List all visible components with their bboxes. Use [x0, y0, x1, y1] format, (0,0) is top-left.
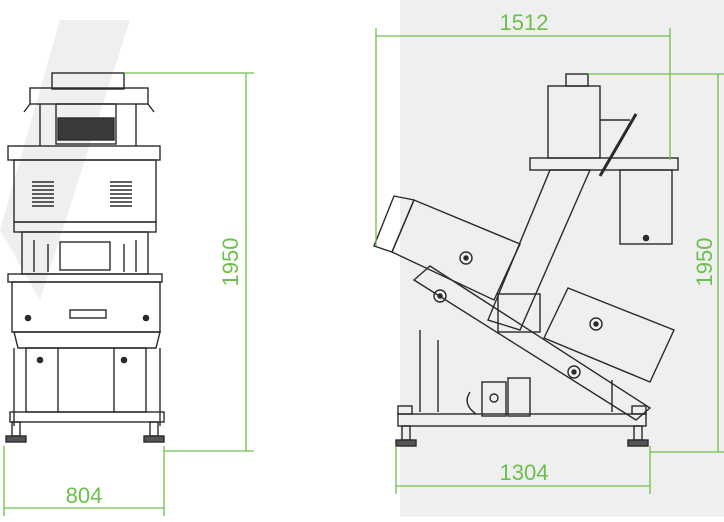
- side-base-frame: [397, 413, 647, 427]
- front-base-frame: [9, 411, 165, 423]
- lower-camera-icon: [589, 317, 603, 331]
- side-chute: [412, 265, 652, 421]
- side-electrical-box: [619, 169, 673, 245]
- front-drawer-handle: [69, 309, 107, 319]
- side-lower-sorter: [543, 287, 675, 383]
- upper-camera-icon: [459, 251, 473, 265]
- side-top-width-label: 1512: [500, 10, 549, 35]
- side-base-width-label: 1304: [500, 460, 549, 485]
- side-motor: [507, 377, 531, 417]
- front-hopper-top: [51, 72, 125, 90]
- side-platform: [529, 157, 679, 171]
- front-feeder: [55, 103, 117, 145]
- side-height-label: 1950: [692, 238, 717, 287]
- front-width-label: 804: [66, 483, 103, 508]
- upper-lamp-icon: [433, 289, 447, 303]
- front-left-vent: [32, 181, 54, 207]
- side-window: [497, 293, 541, 333]
- front-view: [5, 72, 165, 443]
- front-height-label: 1950: [218, 238, 243, 287]
- front-lower-cabinet: [25, 347, 147, 413]
- lower-lamp-icon: [567, 365, 581, 379]
- dimension-labels: 804 1950 1512 1950 1304: [66, 10, 717, 508]
- side-view: [373, 73, 679, 447]
- dimension-lines: [3, 28, 724, 516]
- front-right-vent: [110, 181, 132, 207]
- side-pump: [481, 381, 507, 417]
